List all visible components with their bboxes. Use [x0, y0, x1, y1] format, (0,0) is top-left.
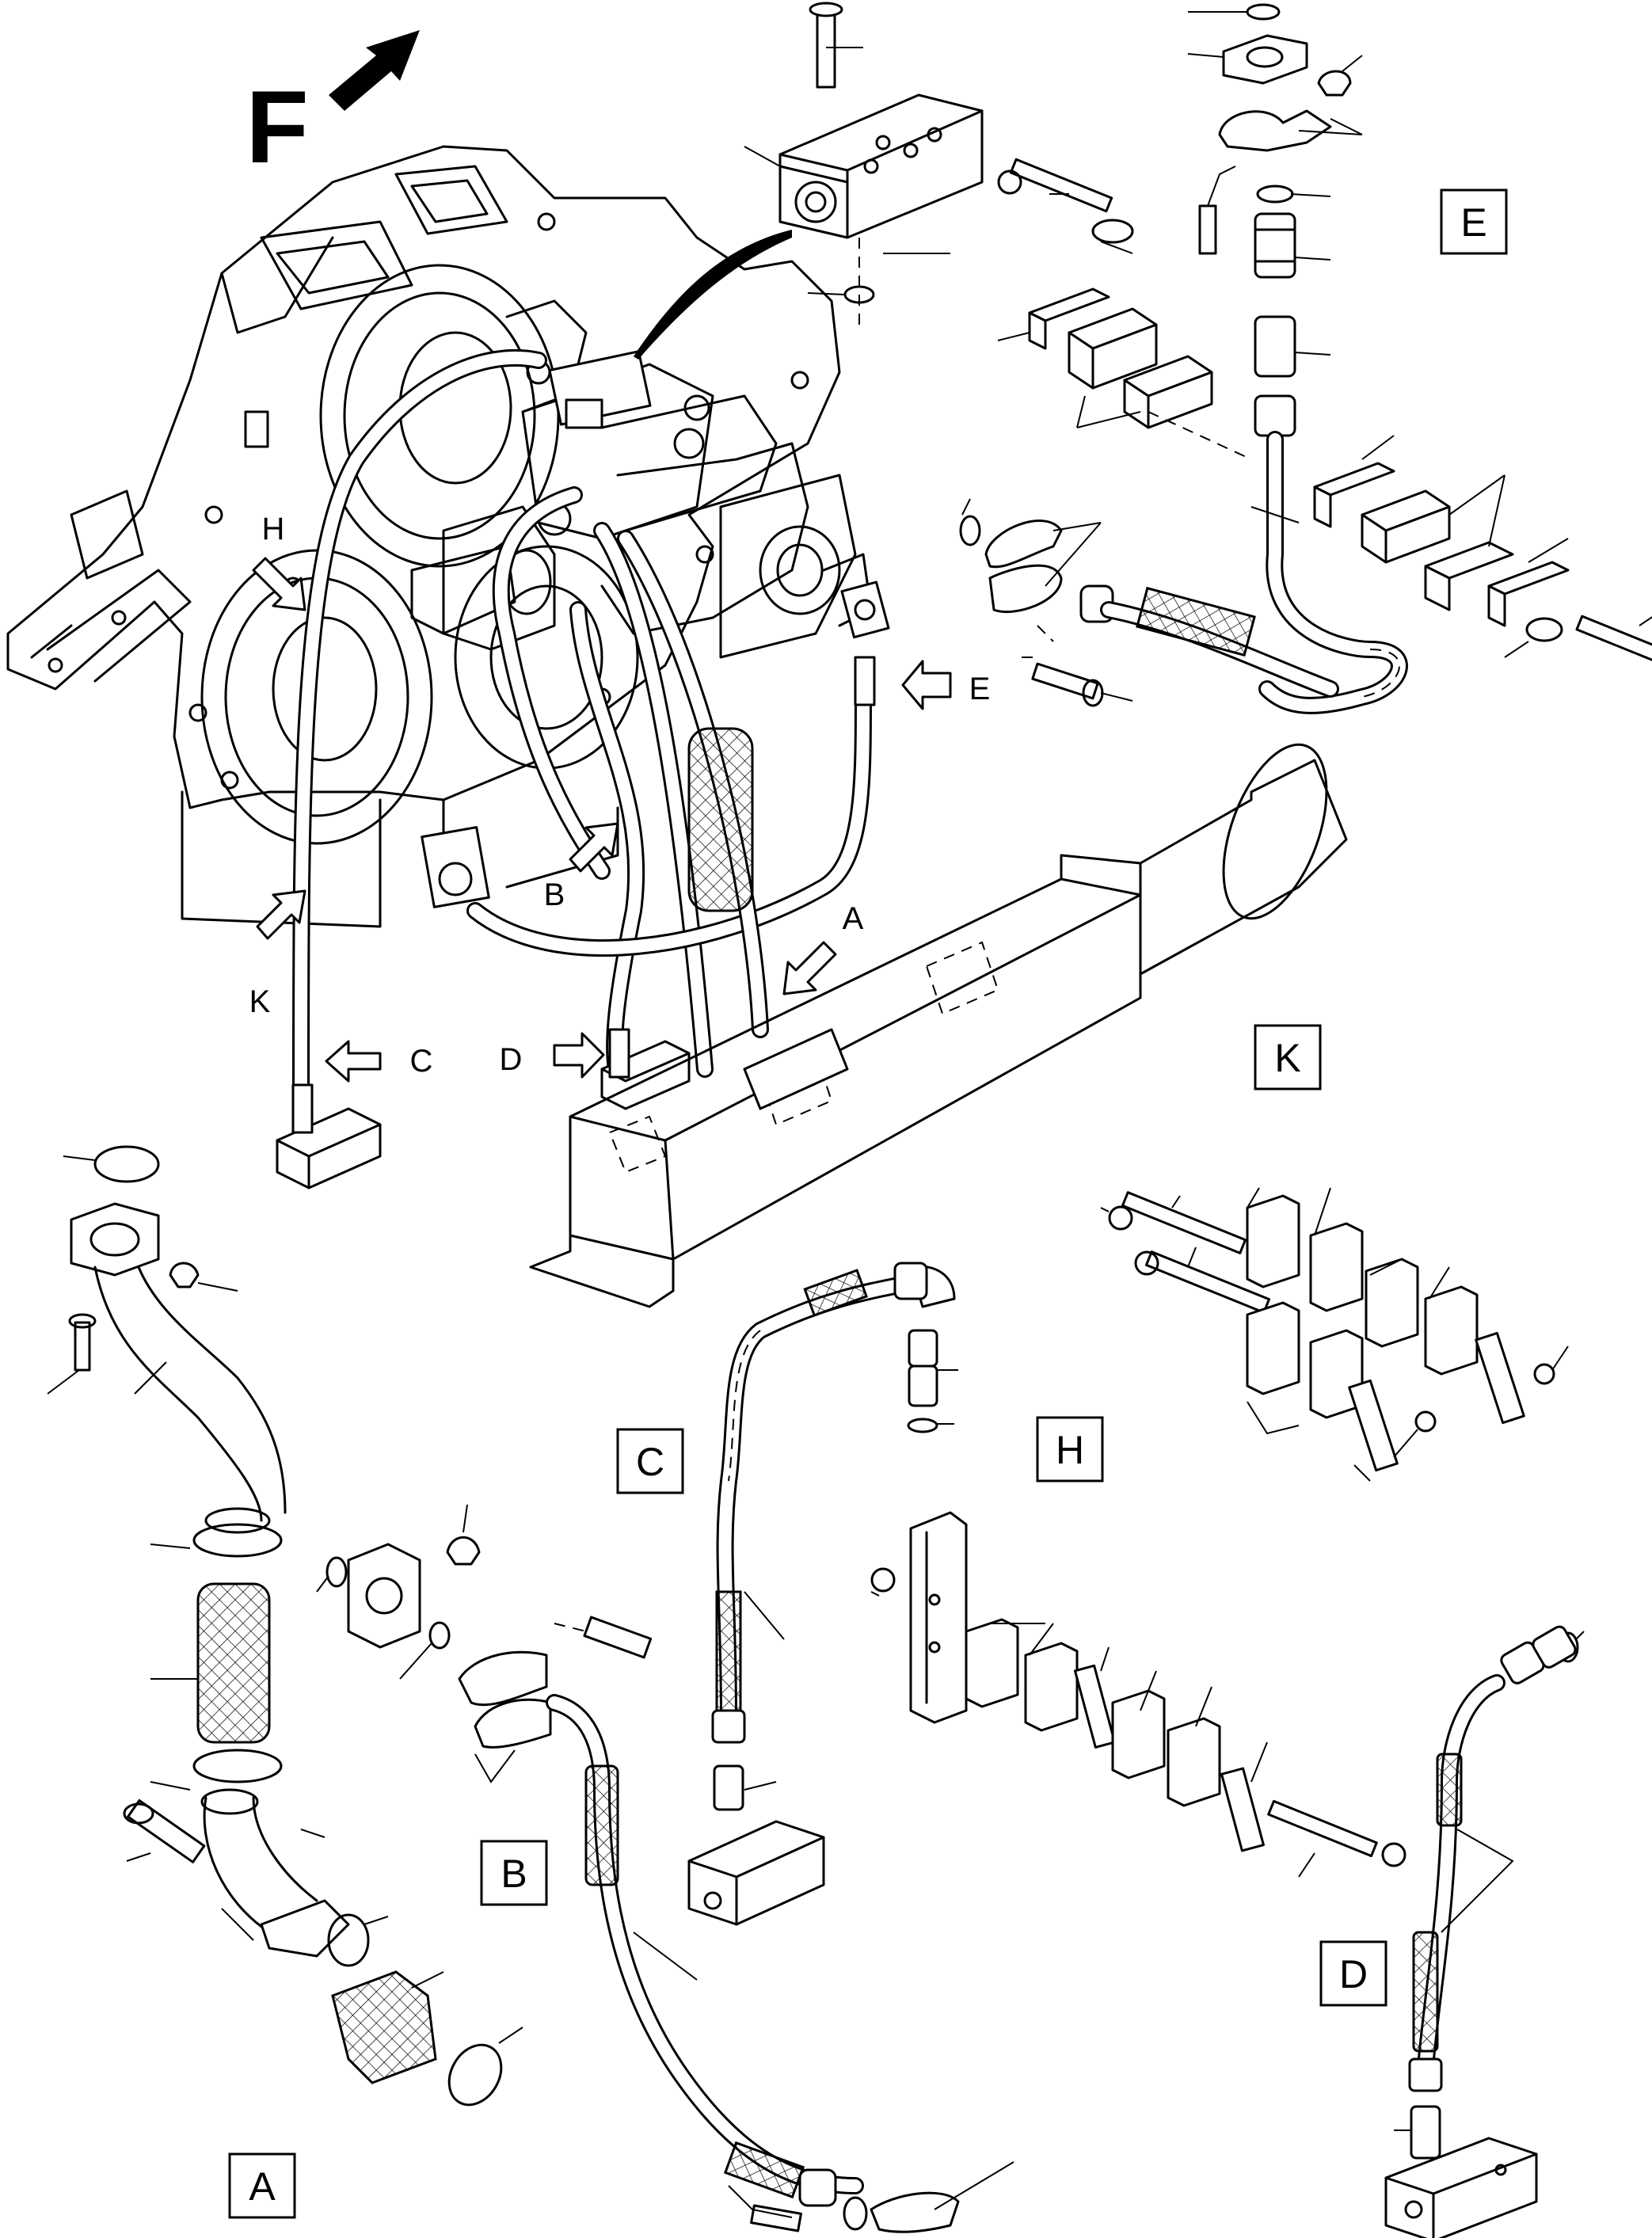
oil-cooler [529, 743, 1348, 1308]
detail-e-flange-set [959, 498, 1339, 707]
detail-h-parts [870, 1511, 1406, 1878]
view-marker-h: H [262, 512, 285, 546]
view-marker-letters: E H B A K C D [249, 512, 991, 1079]
valve-leader-wedge [634, 230, 792, 360]
detail-d-parts [1384, 1625, 1585, 2238]
valve-block-detail [744, 2, 984, 333]
view-marker-c: C [410, 1044, 433, 1079]
vent-plug [244, 410, 269, 448]
detail-box-h: H [1036, 1416, 1104, 1482]
detail-k-parts [1100, 1187, 1569, 1482]
detail-box-a-label: A [249, 2164, 276, 2209]
detail-c-parts [687, 1262, 958, 1926]
view-marker-a: A [843, 901, 864, 936]
detail-box-e: E [1440, 188, 1508, 255]
detail-b-parts [316, 1504, 1014, 2233]
detail-box-b: B [480, 1840, 548, 1906]
detail-box-h-label: H [1056, 1428, 1084, 1472]
view-marker-b: B [544, 877, 565, 912]
detail-e-parts [997, 3, 1652, 714]
main-hose-routing [292, 349, 872, 1102]
detail-box-k-label: K [1274, 1036, 1300, 1080]
view-arrows [252, 557, 952, 1083]
detail-box-c: C [616, 1428, 684, 1494]
view-marker-e: E [969, 672, 991, 706]
detail-box-c-label: C [636, 1440, 664, 1484]
forward-letter: F [246, 69, 308, 185]
detail-box-k: K [1254, 1024, 1322, 1090]
forward-direction-marker: F [246, 30, 420, 185]
detail-box-a: A [228, 2152, 296, 2219]
detail-box-b-label: B [501, 1852, 527, 1896]
forward-arrow-icon [329, 30, 420, 111]
main-manifold-blocks [276, 656, 876, 1189]
detail-box-d: D [1319, 1940, 1387, 2007]
gearbox-housing [6, 145, 841, 928]
view-marker-k: K [249, 984, 271, 1019]
detail-box-d-label: D [1339, 1952, 1368, 1996]
detail-a-parts [47, 1145, 523, 2107]
detail-callout-boxes: E K C H B A D [228, 188, 1508, 2219]
hydraulic-pump-assembly [410, 350, 890, 659]
detail-box-e-label: E [1460, 200, 1486, 245]
view-marker-d: D [500, 1042, 523, 1077]
